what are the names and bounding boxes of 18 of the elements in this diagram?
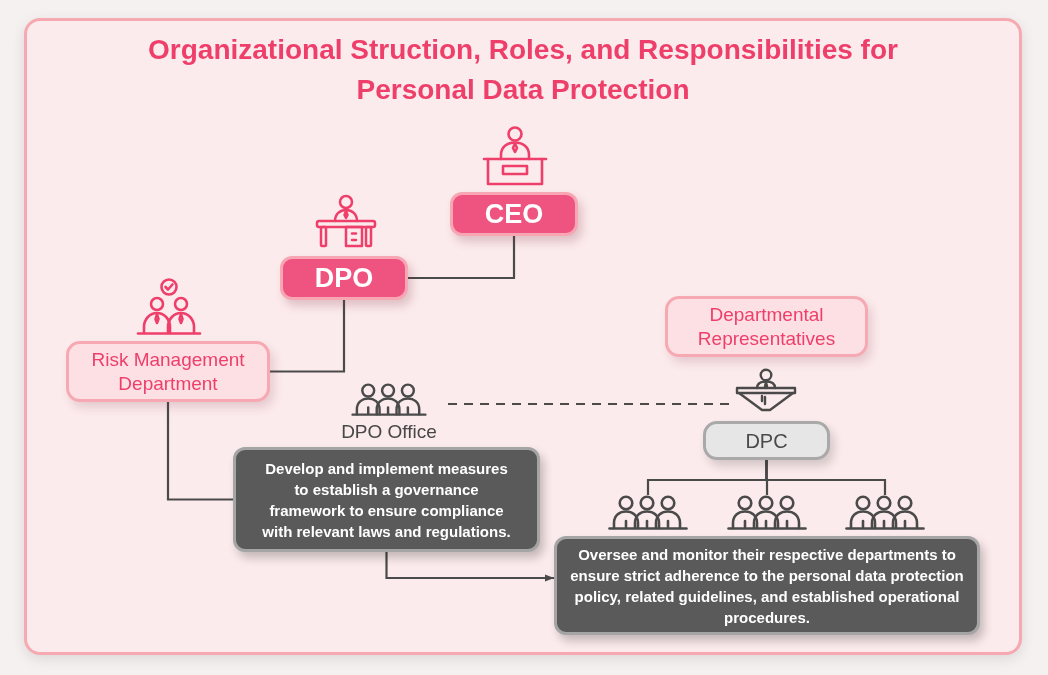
department-box: Departmental Representatives (665, 296, 868, 357)
role-box: DPO (280, 256, 408, 300)
person-at-lectern-icon (735, 368, 797, 412)
description-box: Develop and implement measures to establish a governance framework to ensure compliance with relevant laws and regulations. (233, 447, 540, 552)
connector-line (765, 460, 887, 495)
people-at-table-icon (845, 495, 925, 531)
role-box: CEO (450, 192, 578, 236)
diagram-title: Organizational Struction, Roles, and Responsibilities for Personal Data Protection (147, 33, 899, 107)
description-box: Oversee and monitor their respective departments to ensure strict adherence to the personal data protection policy, related guidelines, and established operational procedures. (554, 536, 980, 635)
connector-line (166, 402, 233, 501)
connector-line (270, 300, 346, 373)
connector-line (408, 236, 516, 280)
team-label: DPO Office (341, 420, 437, 444)
arrow (385, 552, 554, 582)
people-at-table-icon (727, 495, 807, 531)
people-at-table-icon (608, 495, 688, 531)
role-box: DPC (703, 421, 830, 460)
department-box: Risk Management Department (66, 341, 270, 402)
